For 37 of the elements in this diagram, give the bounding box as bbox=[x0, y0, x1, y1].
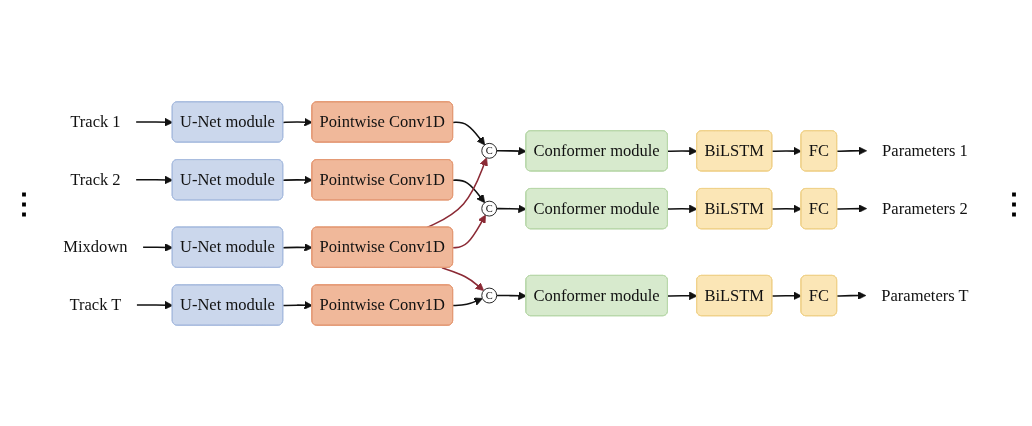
arrow bbox=[836, 203, 867, 213]
arrow bbox=[282, 242, 313, 252]
node-circle: C bbox=[481, 142, 498, 159]
arrow bbox=[142, 242, 174, 252]
node-text: Track 1 bbox=[70, 111, 121, 131]
node-text: Track 2 bbox=[70, 169, 121, 189]
node-circle: C bbox=[481, 287, 498, 303]
node-text: Parameters T bbox=[881, 285, 969, 305]
arrow bbox=[452, 178, 486, 203]
arrow bbox=[667, 204, 698, 213]
arrow bbox=[282, 117, 313, 126]
node-text: Track T bbox=[69, 295, 122, 314]
arrow bbox=[495, 291, 527, 300]
arrow bbox=[667, 146, 698, 155]
arrow bbox=[135, 117, 174, 126]
arrow bbox=[136, 300, 174, 310]
arrow bbox=[282, 175, 313, 184]
node-text: Parameters 2 bbox=[882, 198, 968, 218]
arrow bbox=[495, 204, 527, 213]
arrow bbox=[667, 291, 698, 300]
arrow bbox=[452, 214, 486, 248]
arrow bbox=[452, 297, 483, 306]
arrow bbox=[452, 121, 486, 145]
ellipsis-mark: ⋮ bbox=[1000, 190, 1028, 218]
arrow bbox=[495, 146, 527, 155]
arrow bbox=[441, 266, 485, 291]
node-circle: C bbox=[481, 200, 498, 217]
node-text: Mixdown bbox=[63, 237, 128, 256]
ellipsis-mark: ⋮ bbox=[10, 190, 38, 218]
arrow bbox=[135, 175, 174, 184]
node-text: Parameters 1 bbox=[882, 140, 968, 160]
arrow bbox=[836, 146, 867, 155]
arrow bbox=[771, 204, 802, 213]
arrow bbox=[771, 291, 802, 300]
arrow bbox=[836, 290, 867, 300]
arrow bbox=[282, 300, 313, 310]
arrow bbox=[771, 146, 802, 155]
